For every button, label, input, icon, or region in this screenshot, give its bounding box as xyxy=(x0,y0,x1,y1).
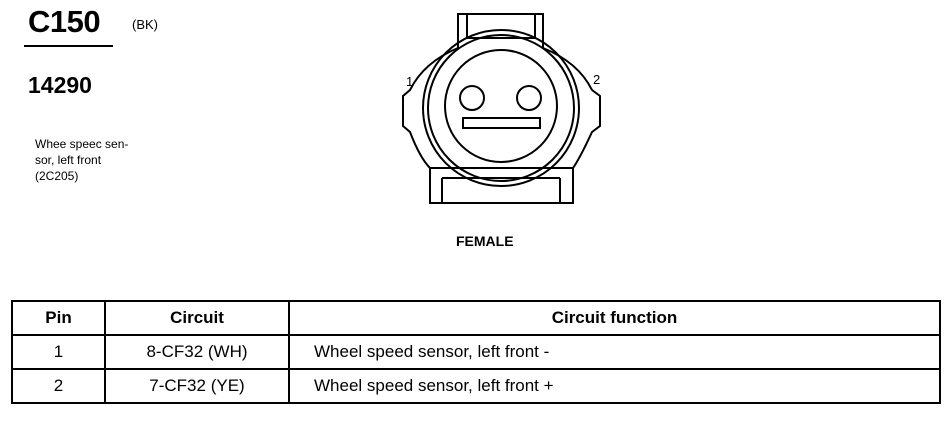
pin-1-label: 1 xyxy=(406,74,414,89)
description-line: sor, left front xyxy=(35,153,102,167)
connector-ring-inner xyxy=(427,34,575,182)
connector-ring-outer xyxy=(422,29,580,187)
cell-pin: 1 xyxy=(11,334,106,370)
part-number: 14290 xyxy=(28,72,92,98)
description-line: Whee speec sen- xyxy=(35,137,129,151)
cell-circuit: 7-CF32 (YE) xyxy=(104,368,290,404)
table-row: 1 8-CF32 (WH) Wheel speed sensor, left f… xyxy=(11,334,941,370)
cell-circuit: 8-CF32 (WH) xyxy=(104,334,290,370)
header-circuit: Circuit xyxy=(104,300,290,336)
connector-id: C150 xyxy=(28,4,101,39)
table-row: 2 7-CF32 (YE) Wheel speed sensor, left f… xyxy=(11,368,941,404)
table-header-row: Pin Circuit Circuit function xyxy=(11,300,941,336)
pin-2-cavity xyxy=(516,85,542,111)
pinout-table: Pin Circuit Circuit function 1 8-CF32 (W… xyxy=(11,300,941,404)
pin-1-cavity xyxy=(459,85,485,111)
connector-color-code: (BK) xyxy=(132,17,158,32)
connector-face-diagram xyxy=(402,13,601,204)
latch-tab xyxy=(466,14,536,39)
pin-2-label: 2 xyxy=(593,72,601,87)
connector-id-underline xyxy=(24,45,113,47)
description-line: (2C205) xyxy=(35,169,79,183)
connector-shell xyxy=(402,13,601,204)
cell-pin: 2 xyxy=(11,368,106,404)
mating-face xyxy=(444,49,558,163)
header-pin: Pin xyxy=(11,300,106,336)
connector-view-label: FEMALE xyxy=(456,233,514,249)
header-circuit-function: Circuit function xyxy=(288,300,941,336)
cell-function: Wheel speed sensor, left front + xyxy=(288,368,941,404)
keyway-slot xyxy=(462,117,541,129)
cell-function: Wheel speed sensor, left front - xyxy=(288,334,941,370)
